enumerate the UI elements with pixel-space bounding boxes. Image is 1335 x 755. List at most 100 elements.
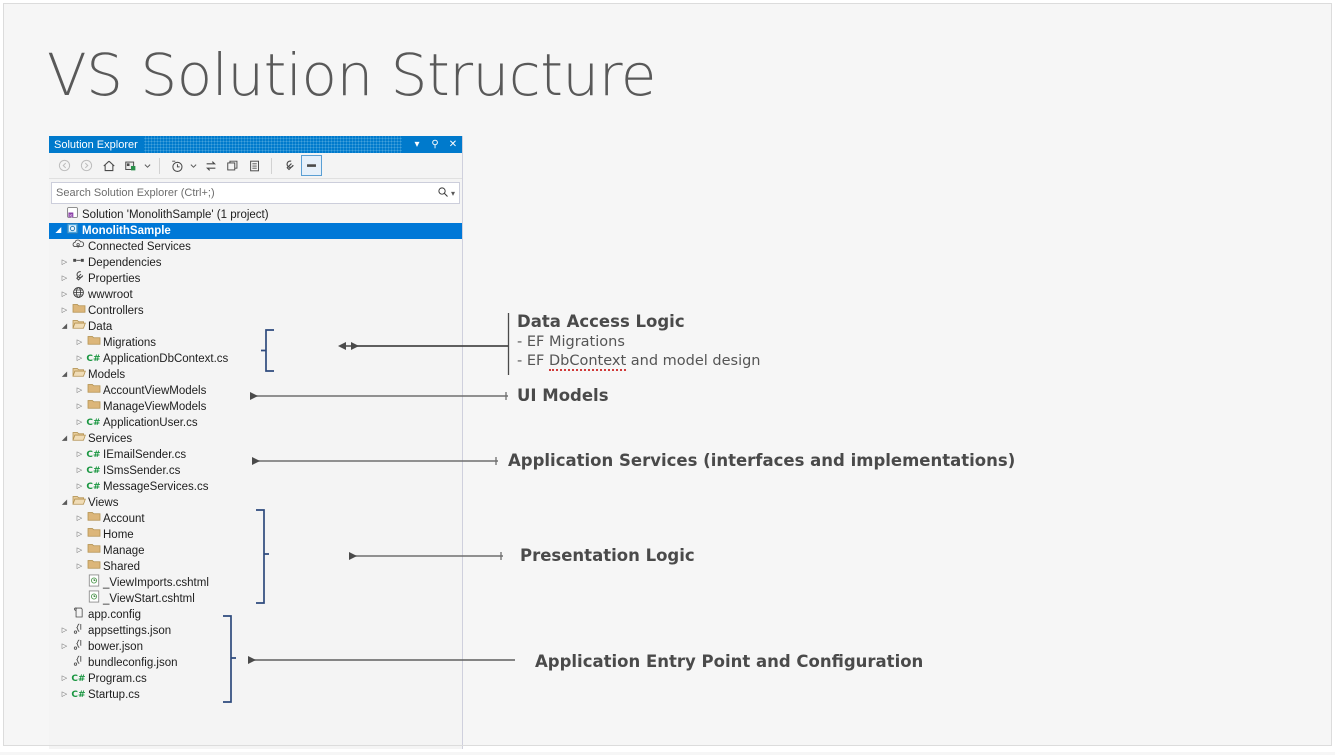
pin-icon[interactable]: ⚲ bbox=[431, 139, 439, 150]
tree-item[interactable]: ◢Services bbox=[49, 431, 462, 447]
expander-collapsed-icon[interactable]: ▷ bbox=[76, 563, 83, 570]
expander-collapsed-icon[interactable]: ▷ bbox=[76, 339, 83, 346]
tree-item[interactable]: ▷bower.json bbox=[49, 639, 462, 655]
wrench-icon bbox=[70, 270, 87, 289]
sync-with-active-document-icon[interactable] bbox=[201, 156, 220, 175]
tree-item[interactable]: ▷C#ISmsSender.cs bbox=[49, 463, 462, 479]
window-dropdown-icon[interactable]: ▾ bbox=[414, 139, 420, 150]
expander-collapsed-icon[interactable]: ▷ bbox=[76, 531, 83, 538]
search-icon[interactable] bbox=[437, 186, 451, 201]
folder-icon bbox=[85, 398, 102, 416]
expander-collapsed-icon[interactable]: ▷ bbox=[61, 675, 68, 682]
expander-collapsed-icon[interactable]: ▷ bbox=[61, 627, 68, 634]
home-icon[interactable] bbox=[99, 156, 118, 175]
tree-item[interactable]: ◢Models bbox=[49, 367, 462, 383]
pending-changes-icon[interactable] bbox=[121, 156, 140, 175]
expander-collapsed-icon[interactable]: ▷ bbox=[76, 515, 83, 522]
tree-item-label: Dependencies bbox=[88, 257, 162, 269]
expander-collapsed-icon[interactable]: ▷ bbox=[61, 291, 68, 298]
callout-ui-models: UI Models bbox=[517, 386, 609, 405]
tree-item[interactable]: ◢MonolithSample bbox=[49, 222, 462, 239]
expander-expanded-icon[interactable]: ◢ bbox=[61, 499, 68, 506]
tree-item-label: appsettings.json bbox=[88, 625, 172, 637]
tree-item[interactable]: ▷ AccountViewModels bbox=[49, 383, 462, 399]
tree-item-label: app.config bbox=[88, 609, 142, 621]
titlebar-drag-dots[interactable] bbox=[143, 136, 402, 153]
tree-item[interactable]: ▷ManageViewModels bbox=[49, 399, 462, 415]
tree-item[interactable]: app.config bbox=[49, 607, 462, 623]
forward-icon[interactable] bbox=[77, 156, 96, 175]
tree-item[interactable]: bundleconfig.json bbox=[49, 655, 462, 671]
tree-item-label: Views bbox=[88, 497, 119, 509]
tree-item[interactable]: ▷ Manage bbox=[49, 543, 462, 559]
expander-collapsed-icon[interactable]: ▷ bbox=[76, 483, 83, 490]
preview-selected-items-icon[interactable] bbox=[301, 155, 322, 176]
tree-item[interactable]: ▷Properties bbox=[49, 270, 462, 289]
callout-line-2-suffix: and model design bbox=[626, 353, 761, 369]
expander-collapsed-icon[interactable]: ▷ bbox=[76, 451, 83, 458]
properties-icon[interactable] bbox=[279, 156, 298, 175]
tree-item[interactable]: ▷ Home bbox=[49, 527, 462, 543]
folder-open-icon bbox=[70, 318, 87, 336]
expander-collapsed-icon[interactable]: ▷ bbox=[76, 355, 83, 362]
tree-item[interactable]: ▷ Dependencies bbox=[49, 255, 462, 271]
expander-collapsed-icon[interactable]: ▷ bbox=[76, 387, 83, 394]
tree-item-label: ISmsSender.cs bbox=[103, 465, 181, 477]
tree-item[interactable]: ◢Data bbox=[49, 319, 462, 335]
show-all-files-icon[interactable] bbox=[167, 156, 186, 175]
tree-item[interactable]: _ViewStart.cshtml bbox=[49, 590, 462, 609]
tree-item[interactable]: ▷C#ApplicationDbContext.cs bbox=[49, 351, 462, 367]
tree-item-label: AccountViewModels bbox=[103, 385, 207, 397]
expander-expanded-icon[interactable]: ◢ bbox=[61, 323, 68, 330]
solution-tree[interactable]: x]Solution 'MonolithSample' (1 project)◢… bbox=[49, 204, 462, 703]
refresh-icon[interactable] bbox=[223, 156, 242, 175]
expander-collapsed-icon[interactable]: ▷ bbox=[61, 307, 68, 314]
tree-item[interactable]: Connected Services bbox=[49, 239, 462, 255]
back-icon[interactable] bbox=[55, 156, 74, 175]
callout-heading: UI Models bbox=[517, 386, 609, 405]
callout-line-1: - EF Migrations bbox=[517, 334, 625, 350]
tree-item[interactable]: ▷C#Program.cs bbox=[49, 671, 462, 687]
expander-expanded-icon[interactable]: ◢ bbox=[61, 371, 68, 378]
solution-explorer-toolbar bbox=[49, 153, 462, 179]
tree-item-label: Home bbox=[103, 529, 134, 541]
tree-item[interactable]: ▷Controllers bbox=[49, 303, 462, 319]
tree-item-label: Manage bbox=[103, 545, 145, 557]
expander-collapsed-icon[interactable]: ▷ bbox=[61, 259, 68, 266]
expander-collapsed-icon[interactable]: ▷ bbox=[61, 275, 68, 282]
expander-collapsed-icon[interactable]: ▷ bbox=[76, 467, 83, 474]
expander-collapsed-icon[interactable]: ▷ bbox=[61, 691, 68, 698]
json-icon bbox=[70, 654, 87, 673]
callout-application-entry-point: Application Entry Point and Configuratio… bbox=[535, 652, 923, 671]
expander-expanded-icon[interactable]: ◢ bbox=[61, 435, 68, 442]
expander-collapsed-icon[interactable]: ▷ bbox=[61, 643, 68, 650]
tree-item[interactable]: _ViewImports.cshtml bbox=[49, 574, 462, 591]
show-all-files-dropdown-icon[interactable] bbox=[189, 156, 198, 175]
tree-item[interactable]: ◢ Views bbox=[49, 495, 462, 511]
tree-item[interactable]: ▷ appsettings.json bbox=[49, 623, 462, 639]
tree-item[interactable]: ▷wwwroot bbox=[49, 286, 462, 303]
search-dropdown-icon[interactable]: ▾ bbox=[450, 188, 455, 198]
tree-item[interactable]: ▷C#MessageServices.cs bbox=[49, 479, 462, 495]
search-placeholder: Search Solution Explorer (Ctrl+;) bbox=[56, 187, 215, 199]
expander-collapsed-icon[interactable]: ▷ bbox=[76, 419, 83, 426]
tree-item[interactable]: ▷Shared bbox=[49, 559, 462, 575]
tree-item[interactable]: ▷C#Startup.cs bbox=[49, 687, 462, 703]
search-solution-explorer-input[interactable]: Search Solution Explorer (Ctrl+;) ▾ bbox=[51, 182, 460, 204]
expander-collapsed-icon[interactable]: ▷ bbox=[76, 547, 83, 554]
tree-item[interactable]: x]Solution 'MonolithSample' (1 project) bbox=[49, 206, 462, 223]
collapse-all-icon[interactable] bbox=[245, 156, 264, 175]
tree-item[interactable]: ▷Migrations bbox=[49, 335, 462, 351]
close-icon[interactable]: ✕ bbox=[448, 139, 458, 150]
cshtml-icon bbox=[85, 590, 102, 609]
tree-item[interactable]: ▷C#ApplicationUser.cs bbox=[49, 415, 462, 431]
tree-item-label: IEmailSender.cs bbox=[103, 449, 187, 461]
tree-item[interactable]: ▷Account bbox=[49, 511, 462, 527]
expander-expanded-icon[interactable]: ◢ bbox=[55, 227, 62, 234]
tree-item[interactable]: ▷C#IEmailSender.cs bbox=[49, 447, 462, 463]
tree-item-label: Startup.cs bbox=[88, 689, 140, 701]
pending-changes-dropdown-icon[interactable] bbox=[143, 156, 152, 175]
tree-item-label: Connected Services bbox=[88, 241, 191, 253]
expander-collapsed-icon[interactable]: ▷ bbox=[76, 403, 83, 410]
solution-explorer-titlebar: Solution Explorer ▾ ⚲ ✕ bbox=[49, 136, 462, 153]
